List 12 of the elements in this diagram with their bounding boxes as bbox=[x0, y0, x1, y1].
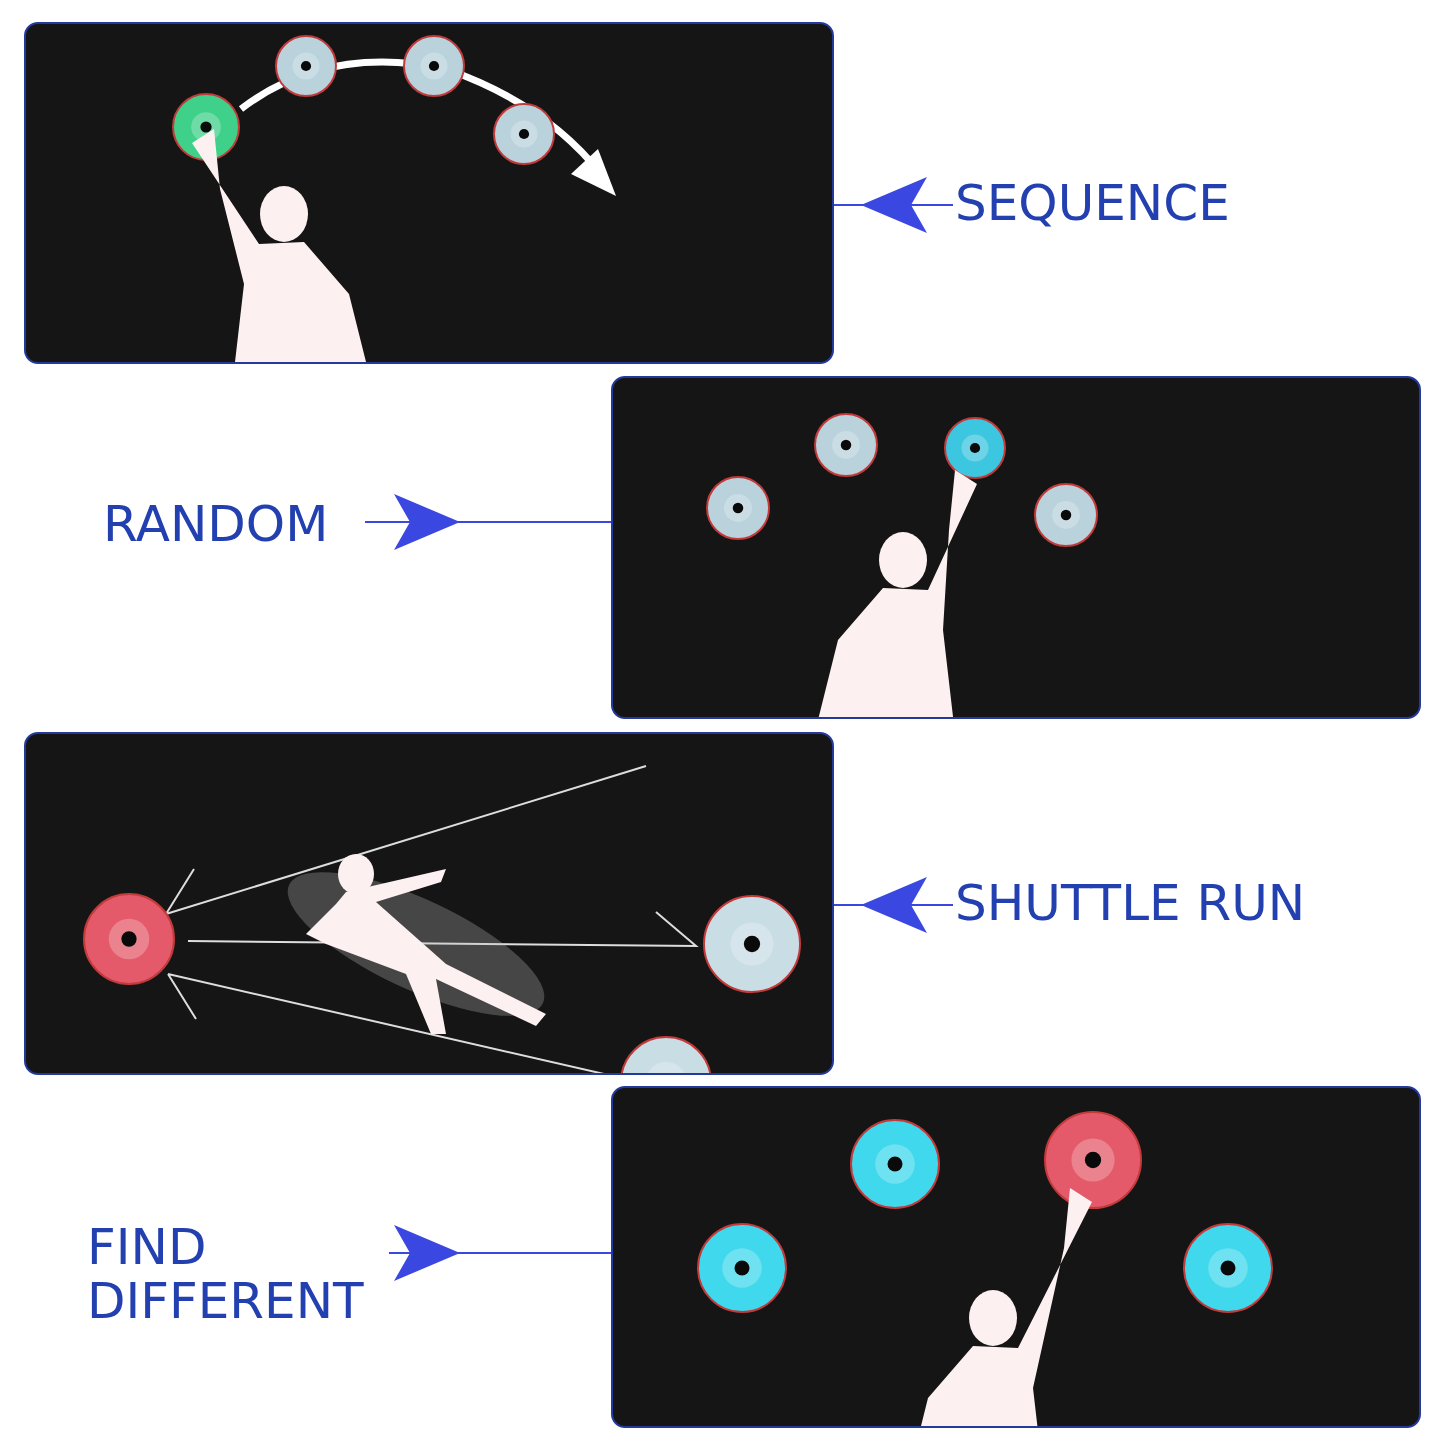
arrow bbox=[364, 494, 612, 550]
illustration-panel bbox=[611, 376, 1421, 719]
illustration-panel bbox=[24, 732, 834, 1075]
mode-label: FIND DIFFERENT bbox=[87, 1220, 387, 1328]
arrow bbox=[833, 877, 954, 933]
arrow bbox=[833, 177, 954, 233]
mode-label: SEQUENCE bbox=[955, 176, 1285, 230]
mode-label: RANDOM bbox=[103, 497, 363, 551]
arrow bbox=[388, 1225, 612, 1281]
mode-label: SHUTTLE RUN bbox=[955, 876, 1355, 930]
illustration-panel bbox=[611, 1086, 1421, 1428]
illustration-panel bbox=[24, 22, 834, 364]
